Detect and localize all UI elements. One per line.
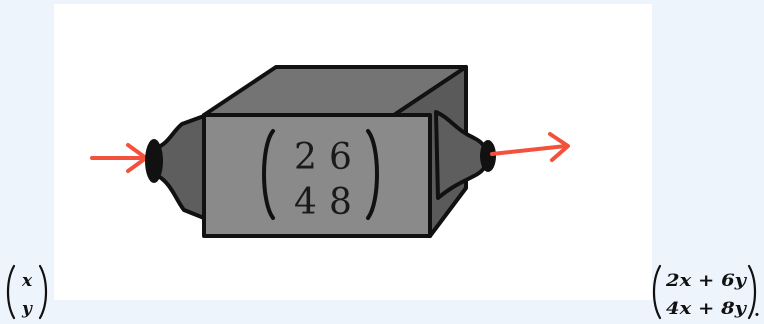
matrix-entry-2-1: 4 bbox=[294, 182, 317, 223]
input-vector-top: x bbox=[21, 271, 33, 291]
matrix-machine-drawing: 2 6 4 8 bbox=[90, 65, 570, 238]
matrix-entry-1-1: 2 bbox=[294, 137, 317, 178]
matrix-machine-figure: 2 6 4 8 bbox=[54, 4, 652, 300]
matrix-box bbox=[202, 65, 468, 238]
output-vector-left-paren bbox=[652, 264, 662, 320]
matrix-entry-1-2: 6 bbox=[329, 137, 352, 178]
input-vector-bottom: y bbox=[21, 299, 33, 319]
input-arrow bbox=[90, 143, 148, 173]
output-funnel bbox=[434, 110, 496, 200]
input-vector: x y bbox=[6, 264, 48, 320]
input-vector-right-paren bbox=[38, 264, 48, 320]
matrix-label: 2 6 4 8 bbox=[262, 129, 379, 223]
box-front-face bbox=[202, 113, 432, 238]
output-arrow bbox=[490, 132, 570, 162]
matrix-right-paren bbox=[366, 129, 379, 220]
output-vector-top: 2x + 6y bbox=[665, 271, 747, 291]
output-vector-bottom: 4x + 8y bbox=[666, 299, 747, 319]
output-vector: 2x + 6y 4x + 8y . bbox=[652, 264, 760, 321]
matrix-entry-2-2: 8 bbox=[329, 182, 352, 223]
input-vector-left-paren bbox=[6, 264, 16, 320]
output-vector-right-paren bbox=[747, 264, 757, 320]
matrix-left-paren bbox=[262, 129, 275, 220]
input-funnel bbox=[145, 114, 206, 220]
output-vector-period: . bbox=[754, 301, 760, 321]
